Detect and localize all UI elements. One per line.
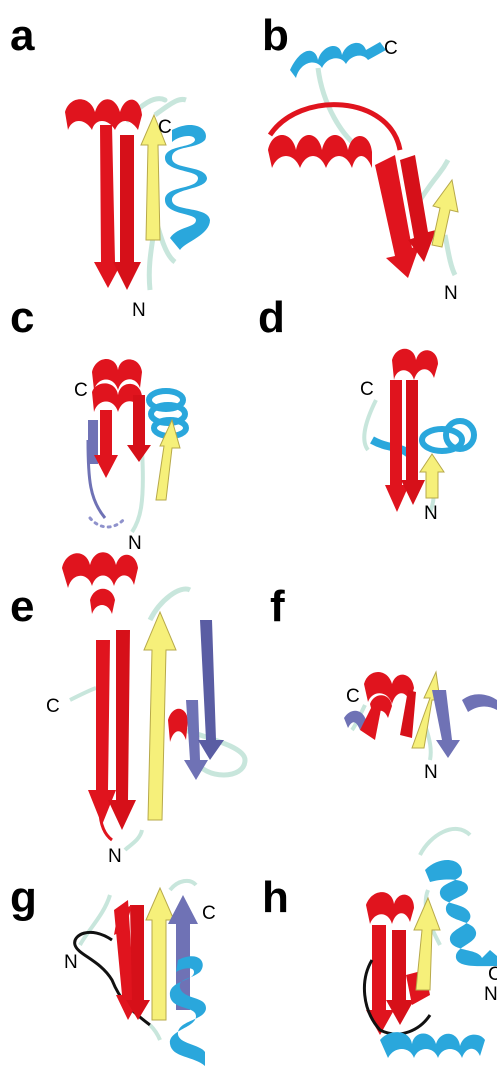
helix-blue-a xyxy=(165,125,210,250)
loop-b4 xyxy=(445,235,455,275)
loop-h2 xyxy=(420,829,470,855)
c-terminus-g: C xyxy=(202,903,216,924)
disordered-loop-c xyxy=(90,518,125,527)
helix-red-b xyxy=(268,135,372,168)
strand-red-a2 xyxy=(113,135,141,290)
c-terminus-f: C xyxy=(346,686,360,707)
loop-e4 xyxy=(70,688,96,700)
loop-e3 xyxy=(125,830,142,850)
strand-yellow-f xyxy=(412,672,440,748)
strand-yellow-d xyxy=(420,454,444,498)
n-terminus-f: N xyxy=(424,762,438,783)
n-terminus-d: N xyxy=(424,503,438,524)
n-terminus-h: N xyxy=(484,984,497,1005)
loop-e1 xyxy=(150,589,190,620)
helix-red-e2 xyxy=(90,589,115,614)
strand-purple-f3 xyxy=(462,694,497,712)
structure-g: C N xyxy=(64,881,216,1066)
loop-c2 xyxy=(132,450,143,532)
structure-b: C N xyxy=(268,38,458,304)
structure-e: C N xyxy=(46,552,245,867)
c-terminus-h: C xyxy=(488,964,497,985)
strand-red-e1 xyxy=(88,640,116,825)
structure-h: C N xyxy=(364,829,497,1058)
loop-a2 xyxy=(155,99,186,115)
structure-a: C N xyxy=(65,99,210,321)
strand-red-c2 xyxy=(127,395,151,462)
helix-red-d xyxy=(392,349,438,380)
n-terminus-e: N xyxy=(108,846,122,867)
n-terminus-g: N xyxy=(64,952,78,973)
helix-blue-h1 xyxy=(425,860,497,966)
structure-f: C N xyxy=(344,672,497,783)
c-terminus-e: C xyxy=(46,696,60,717)
n-terminus-c: N xyxy=(128,533,142,554)
c-terminus-b: C xyxy=(384,38,398,59)
helix-red-h xyxy=(366,892,414,924)
helix-red-e1 xyxy=(62,552,138,588)
strand-red-f2 xyxy=(400,690,416,738)
n-terminus-b: N xyxy=(444,283,458,304)
strand-purple-f2 xyxy=(432,690,460,758)
c-terminus-d: C xyxy=(360,379,374,400)
c-terminus-a: C xyxy=(158,117,172,138)
strand-yellow-h xyxy=(414,898,440,990)
helix-red-e3 xyxy=(168,709,188,742)
helix-blue-h2 xyxy=(380,1032,485,1058)
loop-g3 xyxy=(150,1025,160,1040)
helix-blue-b xyxy=(290,42,386,78)
strand-red-e2 xyxy=(108,630,136,830)
n-terminus-a: N xyxy=(132,300,146,321)
strand-yellow-g xyxy=(146,888,174,1020)
strand-purple-e2 xyxy=(198,620,224,760)
structure-c: C N xyxy=(74,359,186,554)
loop-g2 xyxy=(170,881,196,890)
structure-d: C N xyxy=(360,349,474,524)
c-terminus-c: C xyxy=(74,380,88,401)
